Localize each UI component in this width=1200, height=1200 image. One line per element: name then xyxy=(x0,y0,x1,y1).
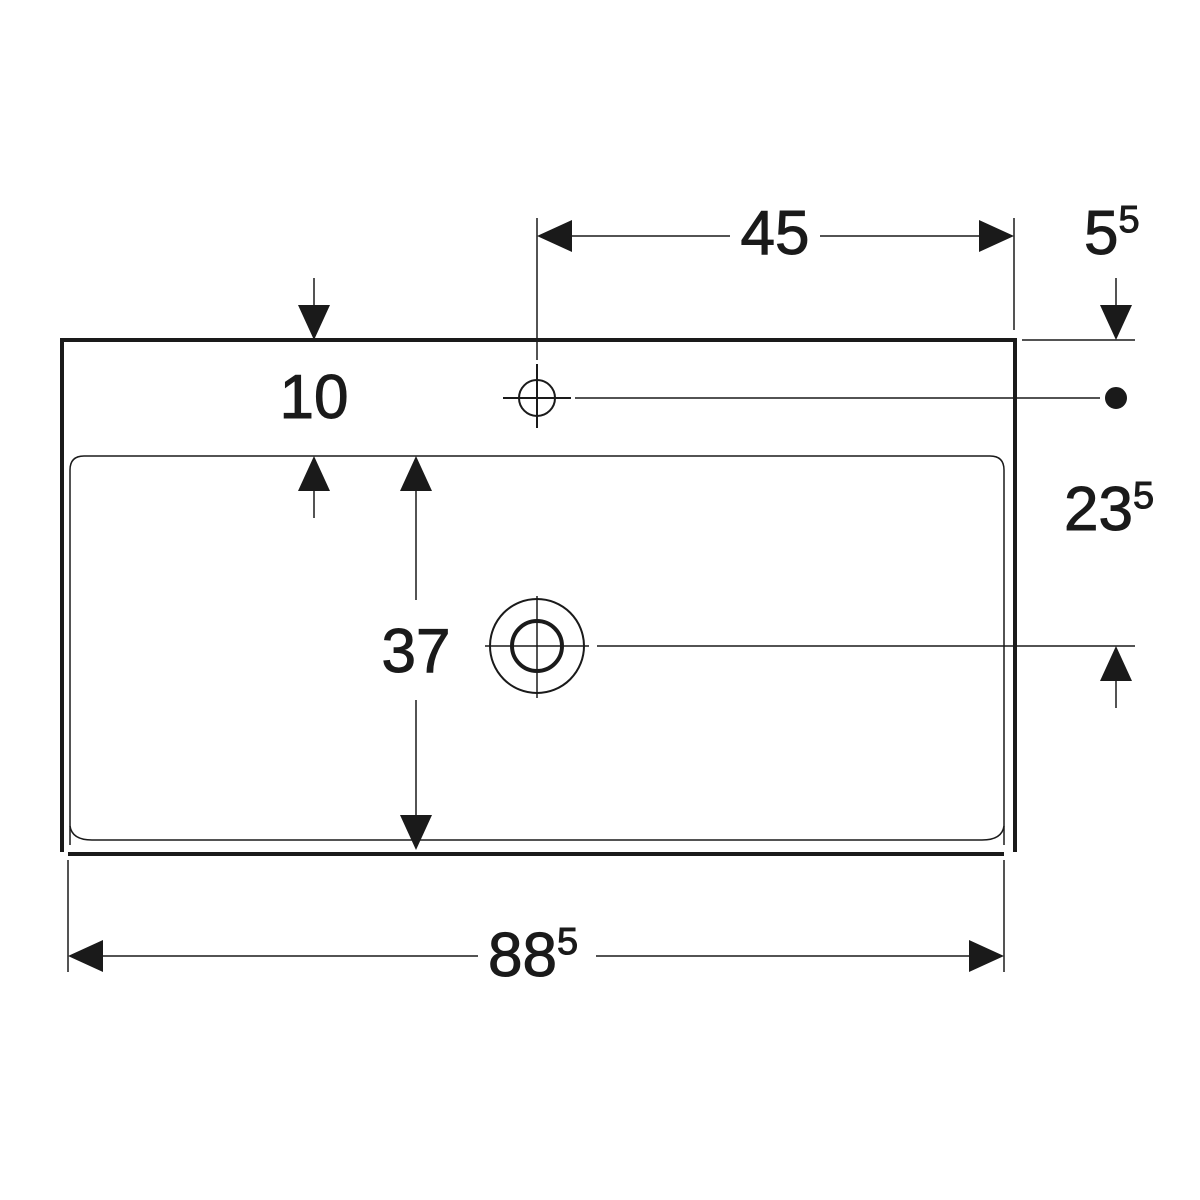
dim-37: 37 xyxy=(382,617,451,686)
dim-88-5: 885 xyxy=(488,921,578,990)
dim-23-5: 235 xyxy=(1064,475,1154,544)
tap-hole-symbol xyxy=(503,364,1127,428)
dim-5-5: 55 xyxy=(1084,199,1140,268)
dim-10: 10 xyxy=(280,363,349,432)
dim-45: 45 xyxy=(741,199,810,268)
drain-symbol xyxy=(485,596,1135,698)
basin-outline xyxy=(60,338,1017,856)
extension-lines xyxy=(67,218,1135,972)
dimension-arrows xyxy=(68,220,1132,972)
